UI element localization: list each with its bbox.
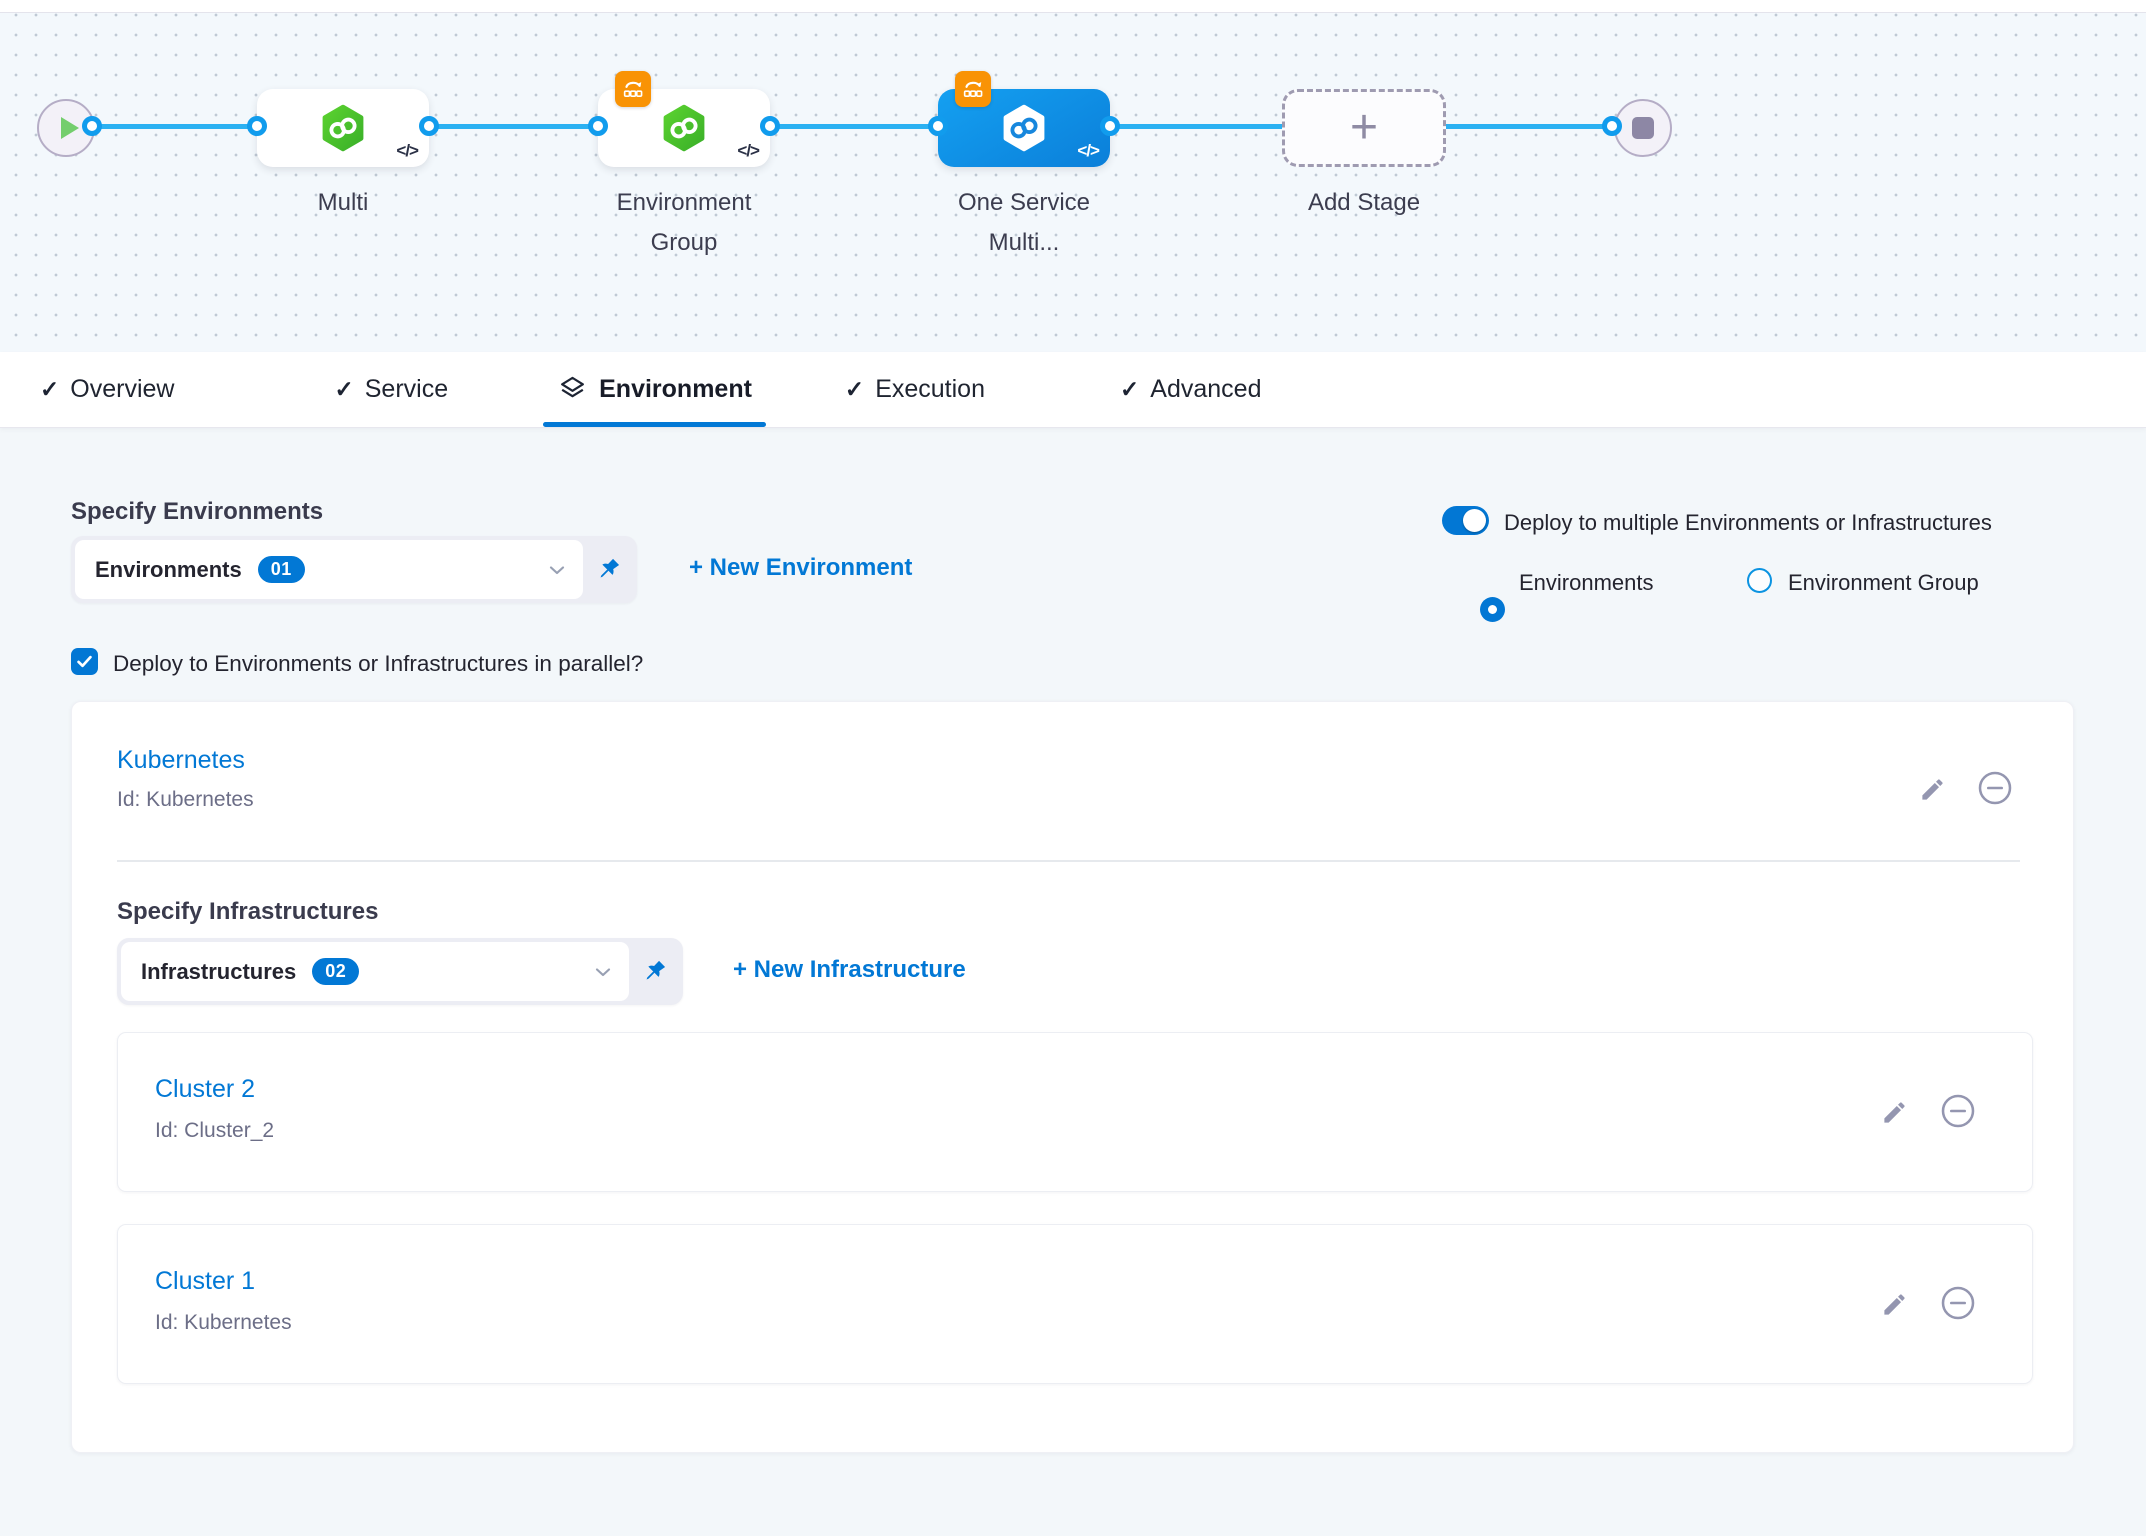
dropdown-label: Environments	[95, 556, 242, 582]
remove-environment-button[interactable]	[1977, 770, 2013, 806]
connector-dot	[419, 116, 439, 136]
connector-dot	[82, 116, 102, 136]
edit-infrastructure-button[interactable]	[1881, 1099, 1908, 1126]
plus-icon: +	[1349, 101, 1379, 154]
infinity-icon	[670, 117, 698, 139]
pin-button[interactable]	[583, 540, 633, 599]
deploy-parallel-checkbox[interactable]	[71, 648, 98, 675]
infrastructures-dropdown: Infrastructures 02	[117, 938, 683, 1005]
infinity-icon	[329, 117, 357, 139]
deploy-multiple-toggle-label: Deploy to multiple Environments or Infra…	[1504, 510, 1992, 535]
new-infrastructure-link[interactable]: + New Infrastructure	[733, 956, 966, 983]
pipeline-start-node	[37, 99, 95, 157]
tab-execution[interactable]: ✓ Execution	[845, 352, 985, 427]
edit-environment-button[interactable]	[1919, 776, 1946, 803]
environment-tab-panel: Specify Environments Environments 01 + N	[0, 428, 2146, 1536]
infrastructure-id-text: Id: Kubernetes	[155, 1311, 292, 1334]
stage-label-multi: Multi	[317, 189, 369, 216]
pushpin-icon	[646, 960, 665, 980]
infrastructures-dropdown-field[interactable]: Infrastructures 02	[121, 942, 629, 1001]
service-hexagon-icon	[663, 104, 705, 152]
deploy-multiple-toggle[interactable]	[1442, 506, 1489, 535]
pipeline-end-node	[1614, 99, 1672, 157]
infinity-icon	[1010, 117, 1038, 139]
edit-infrastructure-button[interactable]	[1881, 1291, 1908, 1318]
stage-node-multi[interactable]: </>	[257, 89, 429, 167]
tab-label: Service	[364, 375, 449, 403]
play-icon	[60, 117, 79, 139]
environments-dropdown-field[interactable]: Environments 01	[75, 540, 583, 599]
new-environment-link[interactable]: + New Environment	[689, 554, 913, 581]
tab-advanced[interactable]: ✓ Advanced	[1120, 352, 1261, 427]
pin-button[interactable]	[629, 942, 679, 1001]
radio-environment-group-label: Environment Group	[1788, 570, 1979, 595]
add-stage-button[interactable]: +	[1282, 89, 1446, 167]
dropdown-label: Infrastructures	[141, 958, 297, 984]
infrastructure-name-link[interactable]: Cluster 1	[155, 1267, 256, 1295]
remove-infrastructure-button[interactable]	[1940, 1093, 1976, 1129]
environment-name-link[interactable]: Kubernetes	[117, 746, 245, 774]
check-icon: ✓	[334, 376, 354, 402]
connector-line	[92, 124, 1628, 129]
connector-dot	[1100, 116, 1120, 136]
tab-label: Execution	[875, 375, 985, 403]
code-icon: </>	[1077, 141, 1100, 160]
connector-dot	[1602, 116, 1622, 136]
tab-overview[interactable]: ✓ Overview	[40, 352, 174, 427]
connector-dot	[247, 116, 267, 136]
chevron-down-icon	[591, 960, 615, 984]
check-icon: ✓	[40, 376, 60, 402]
check-icon: ✓	[1120, 376, 1140, 402]
infrastructure-id-text: Id: Cluster_2	[155, 1119, 275, 1142]
check-icon	[77, 655, 92, 668]
specify-environments-label: Specify Environments	[71, 498, 324, 525]
infrastructure-card: Cluster 1 Id: Kubernetes	[117, 1224, 2033, 1384]
count-badge: 02	[312, 958, 360, 985]
connector-dot	[588, 116, 608, 136]
deploy-parallel-checkbox-label: Deploy to Environments or Infrastructure…	[113, 651, 644, 676]
stage-tabs: ✓ Overview ✓ Service Environment ✓ Execu…	[0, 352, 2146, 428]
stop-icon	[1632, 117, 1654, 139]
environment-card: Kubernetes Id: Kubernetes Specify Infras…	[71, 701, 2074, 1453]
tab-label: Advanced	[1150, 375, 1262, 403]
chevron-down-icon	[545, 558, 569, 582]
tab-environment[interactable]: Environment	[543, 352, 766, 427]
stage-label-one-service-multi: One Service Multi...	[957, 189, 1091, 256]
tab-service[interactable]: ✓ Service	[334, 352, 448, 427]
service-hexagon-icon	[322, 104, 364, 152]
remove-infrastructure-button[interactable]	[1940, 1285, 1976, 1321]
environment-id-text: Id: Kubernetes	[117, 788, 254, 811]
infrastructure-card: Cluster 2 Id: Cluster_2	[117, 1032, 2033, 1192]
code-icon: </>	[737, 141, 760, 160]
stage-label-environment-group: Environment Group	[616, 189, 752, 256]
connector-dot	[760, 116, 780, 136]
check-icon: ✓	[844, 376, 865, 402]
environments-dropdown: Environments 01	[71, 536, 637, 603]
pushpin-icon	[600, 558, 619, 578]
environment-layers-icon	[561, 376, 585, 398]
pipeline-canvas[interactable]: </> </>	[0, 13, 2146, 352]
looping-strategy-badge-icon	[955, 71, 991, 107]
top-divider-bar	[0, 0, 2146, 13]
service-hexagon-icon	[1003, 104, 1045, 152]
section-divider	[117, 860, 2020, 862]
radio-environments[interactable]	[1480, 597, 1505, 622]
radio-environment-group[interactable]	[1747, 568, 1772, 593]
specify-infrastructures-label: Specify Infrastructures	[117, 898, 379, 925]
connector-dot	[928, 116, 948, 136]
code-icon: </>	[396, 141, 419, 160]
stage-label-add-stage: Add Stage	[1307, 189, 1421, 216]
count-badge: 01	[257, 556, 305, 583]
radio-environments-label: Environments	[1519, 570, 1654, 595]
toggle-knob	[1463, 509, 1486, 532]
infrastructure-name-link[interactable]: Cluster 2	[155, 1075, 256, 1103]
looping-strategy-badge-icon	[615, 71, 651, 107]
tab-label: Overview	[70, 375, 175, 403]
tab-label: Environment	[599, 375, 752, 403]
